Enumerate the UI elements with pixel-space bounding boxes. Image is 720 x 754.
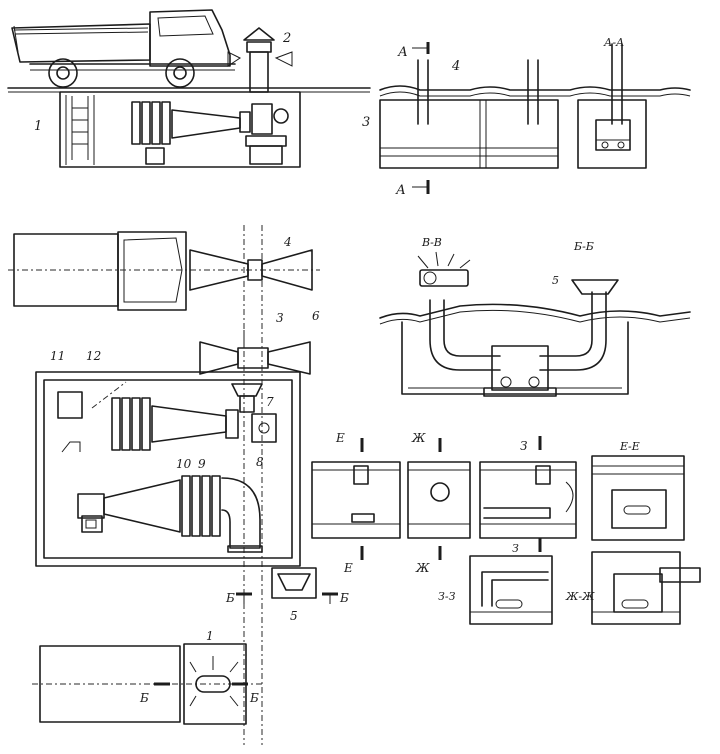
- section-z-mid: З: [512, 542, 519, 555]
- truck-elevation-view: 1 2: [7, 9, 371, 168]
- label-6-mid: 6: [312, 309, 320, 323]
- section-a-bottom: А: [395, 183, 406, 198]
- section-a-strip: А 4 3 А А-А: [362, 36, 691, 198]
- label-12: 12: [86, 349, 101, 363]
- label-4-top: 4: [451, 59, 460, 74]
- section-zh-bottom: Ж: [415, 561, 430, 575]
- section-vv-title: В-В: [421, 236, 442, 249]
- vent-nozzle-6: 3 6: [199, 309, 320, 375]
- label-11: 11: [50, 349, 65, 363]
- section-zh-top: Ж: [411, 431, 426, 445]
- label-2-top: 2: [282, 31, 291, 46]
- section-zhzh-title: Ж-Ж: [565, 590, 595, 603]
- section-e-top: Е: [335, 431, 345, 445]
- label-5-mid: 5: [552, 274, 559, 287]
- section-e-bottom: Е: [343, 561, 353, 575]
- section-b-low-right: Б: [249, 691, 259, 705]
- sections-vv-bb: В-В Б-Б 5: [379, 236, 691, 397]
- label-1-top: 1: [34, 119, 42, 134]
- sections-e-zh-z: Е Ж З Е-Е Е Ж З З-З Ж-Ж: [311, 431, 701, 625]
- section-bb-title: Б-Б: [573, 240, 594, 253]
- label-9: 9: [198, 457, 206, 471]
- truck-plan-view: 4: [8, 231, 320, 311]
- section-z-top: З: [520, 439, 527, 453]
- label-10: 10: [176, 457, 192, 471]
- funnel-5-plan: Б 5 Б: [225, 567, 349, 623]
- label-3-mid: 3: [276, 311, 284, 325]
- section-b-low-left: Б: [139, 691, 149, 705]
- label-4-mid: 4: [283, 235, 292, 249]
- truck-plan-bottom: 1 Б Б: [32, 629, 262, 725]
- section-ee-title: Е-Е: [619, 440, 640, 453]
- label-5-bottom: 5: [290, 609, 298, 623]
- pit-plan-view: 11 12 7 8 10 9: [35, 349, 301, 567]
- section-aa-title: А-А: [603, 36, 624, 49]
- label-1-bottom: 1: [206, 629, 214, 643]
- section-a-top: А: [397, 45, 408, 60]
- section-b-left: Б: [225, 591, 235, 605]
- label-3-top: 3: [362, 115, 370, 130]
- section-zz-title: З-З: [438, 590, 456, 603]
- label-7: 7: [266, 395, 274, 409]
- section-b-right: Б: [339, 591, 349, 605]
- label-8: 8: [256, 455, 264, 469]
